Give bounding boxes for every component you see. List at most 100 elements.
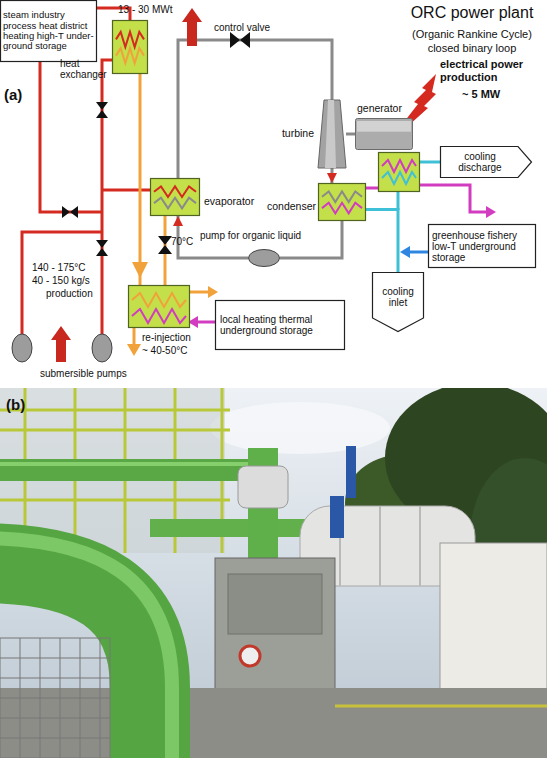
cooling-heat-exchanger [379, 153, 420, 192]
annotation-label: electrical power production [440, 58, 546, 83]
exchanger-coil [322, 191, 362, 202]
node-outline [248, 249, 280, 267]
node-outline [112, 20, 148, 74]
large-green-elbow [0, 563, 150, 758]
turbine-housing [215, 558, 335, 708]
greenhouse-box: greenhouse fishery low-T underground sto… [428, 224, 536, 268]
pump-body [249, 250, 280, 267]
turbine-highlight [325, 100, 336, 168]
node-label: condenser [260, 201, 316, 213]
cylinder-band [340, 506, 420, 586]
exchanger-body [319, 184, 366, 221]
turbine: turbine [318, 100, 346, 168]
annotation-label: submersible pumps [40, 368, 127, 380]
silver-elbow [238, 466, 288, 508]
wire-cage [0, 638, 110, 758]
flow-arrow [127, 344, 141, 356]
annotation-label: 13 - 30 MWt [118, 4, 172, 16]
flow-arrow [208, 286, 218, 298]
cooled-brine-pipe [139, 74, 142, 285]
reinjection-heat-exchanger [129, 286, 190, 328]
pentagon-outline [373, 273, 424, 332]
generator-highlight [357, 121, 411, 132]
node-label: pump for organic liquid [200, 230, 301, 241]
exchanger-coil [132, 293, 186, 307]
exchanger-coil [116, 48, 144, 63]
node-outline [318, 100, 346, 168]
submersible-pump [92, 334, 112, 362]
hot-brine-pipe [102, 189, 150, 192]
exchanger-coil [382, 172, 416, 184]
ground-rail [335, 705, 547, 708]
condenser: condenser [318, 183, 366, 221]
heat-flow-arrow [182, 8, 202, 46]
annotation-label: production [46, 288, 93, 300]
node-label: cooling inlet [372, 272, 424, 332]
organic-pump: pump for organic liquid [248, 249, 280, 267]
cooling-water-pipe [420, 161, 440, 164]
green-pipe [0, 459, 250, 481]
arrow-head [327, 173, 337, 183]
pipe-highlight [0, 462, 250, 466]
annotation-label: 140 - 175°C [32, 262, 85, 274]
annotation-label: ~ 40-50°C [142, 345, 187, 357]
cage-mesh [0, 638, 110, 758]
warm-water-pipe [366, 187, 378, 190]
generator: generator [355, 118, 413, 150]
exchanger-coil [116, 32, 144, 47]
control-valve-symbol [230, 32, 250, 48]
cooled-brine-pipe [190, 291, 210, 294]
annotation-label: closed binary loop [398, 42, 546, 55]
heat-user-box: steam industry process heat district hea… [0, 0, 97, 62]
node-label: cooling discharge [440, 146, 532, 178]
annotation-label: 70°C [171, 236, 193, 248]
flow-arrow [132, 262, 148, 278]
hot-brine-pipe [22, 232, 102, 334]
warm-water-pipe [196, 321, 215, 324]
local-heating-box: local heating thermal underground storag… [215, 300, 345, 350]
node-outline [355, 118, 413, 150]
cooling-discharge: cooling discharge [440, 146, 532, 178]
valve-symbol [96, 240, 108, 256]
generator-body [356, 119, 413, 150]
node-outline [318, 183, 366, 221]
box-outline [216, 301, 345, 350]
box-outline [1, 1, 97, 62]
node-label: greenhouse fishery low-T underground sto… [428, 224, 536, 268]
annotation-label: re-injection [142, 332, 191, 344]
cloud [210, 402, 390, 454]
fan-emblem [240, 646, 260, 666]
cooling-inlet: cooling inlet [372, 272, 424, 332]
exchanger-coil [132, 309, 186, 323]
railing [0, 410, 230, 500]
arrow-head [173, 216, 183, 226]
exchanger-coil [382, 160, 416, 172]
valve-actuator [330, 496, 344, 538]
annotation-label: control valve [214, 22, 270, 34]
pipe-connector [346, 133, 355, 136]
annotation-label: ~ 5 MW [462, 88, 500, 101]
annotation-label: (Organic Rankine Cycle) [398, 28, 546, 41]
node-label: turbine [268, 128, 314, 140]
exchanger-body [151, 179, 200, 216]
node-label: steam industry process heat district hea… [0, 0, 97, 62]
annotation-label: (b) [6, 396, 25, 413]
node-outline [150, 178, 200, 216]
box-outline [429, 225, 536, 268]
valve-symbol [96, 102, 108, 118]
node-label: evaporator [204, 196, 274, 208]
annotation-label: (a) [4, 86, 22, 103]
housing-panel [228, 574, 322, 634]
node-label: heat exchanger [60, 58, 110, 80]
node-label: local heating thermal underground storag… [215, 300, 345, 350]
evaporator: evaporator [150, 178, 200, 216]
cooling-water-pipe [397, 192, 400, 210]
flow-arrow [51, 326, 71, 362]
pipe-connector [366, 210, 398, 272]
warm-water-pipe [420, 185, 488, 212]
pentagon-outline [441, 147, 532, 178]
valve-symbol [158, 236, 172, 254]
plant-photo [0, 388, 547, 758]
exchanger-coil [154, 186, 196, 197]
submersible-pump [12, 334, 32, 362]
